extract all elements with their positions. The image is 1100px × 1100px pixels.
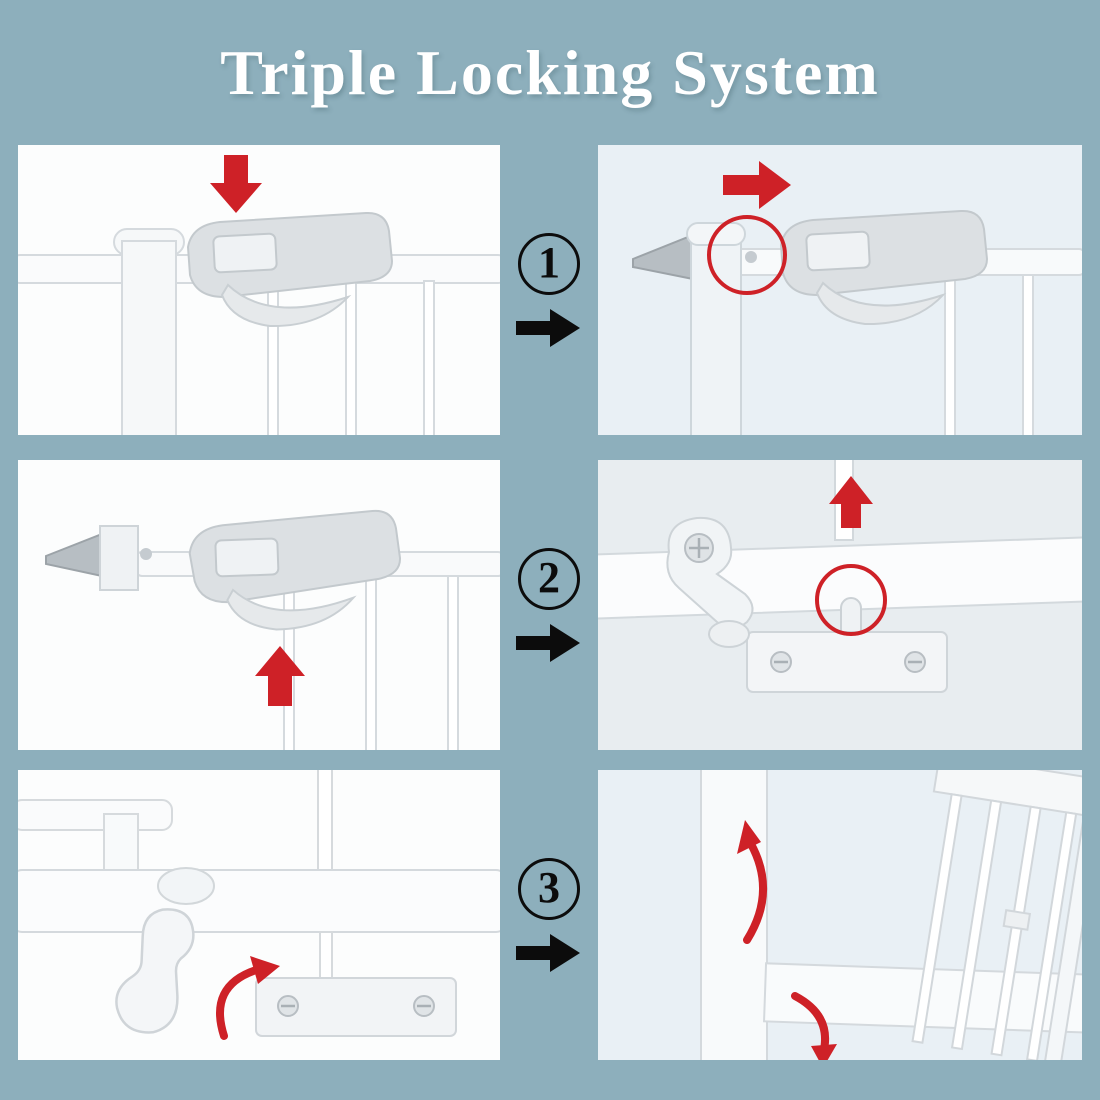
- step-1-indicator: 1: [500, 145, 598, 435]
- base-plate: [255, 977, 457, 1037]
- step-2-row: 2: [18, 460, 1082, 750]
- step-2-indicator: 2: [500, 460, 598, 750]
- red-arrow-up-icon: [829, 476, 873, 528]
- gate-lock-handle: [779, 209, 989, 326]
- illustration-lock-slides-right: [632, 161, 1082, 435]
- step-3-number-badge: 3: [518, 858, 580, 920]
- red-curved-arrow-up-icon: [737, 820, 768, 944]
- red-curved-arrow-down-icon: [791, 992, 837, 1060]
- red-arrow-down-icon: [210, 155, 262, 213]
- highlight-circle: [815, 564, 887, 636]
- gate-door: [911, 770, 1082, 1060]
- illustration-gate-swings-open: [700, 770, 1082, 1060]
- illustration-bottom-pin-release: [598, 460, 1082, 693]
- step-3-indicator: 3: [500, 770, 598, 1060]
- lock-catch-wedge: [632, 233, 694, 281]
- panel-step2-before: [18, 460, 500, 750]
- black-right-arrow-icon: [516, 624, 582, 662]
- black-right-arrow-icon: [516, 309, 582, 347]
- black-right-arrow-icon: [516, 934, 582, 972]
- panel-step1-before: [18, 145, 500, 435]
- gate-lock-handle: [188, 509, 402, 631]
- step-1-number-badge: 1: [518, 233, 580, 295]
- illustration-foot-pedal-rotate: [18, 770, 500, 1040]
- panel-step2-after: [598, 460, 1082, 750]
- panel-step3-after: [598, 770, 1082, 1060]
- illustration-press-lock-down: [18, 155, 500, 435]
- title-bar: Triple Locking System: [0, 0, 1100, 145]
- gate-lock-handle: [186, 211, 394, 328]
- lock-catch-wedge: [45, 532, 103, 578]
- lock-knob: [666, 516, 754, 648]
- foot-pedal: [115, 908, 195, 1034]
- step-1-row: 1: [18, 145, 1082, 435]
- red-curved-arrow-icon: [216, 956, 280, 1040]
- step-2-number-badge: 2: [518, 548, 580, 610]
- panel-step3-before: [18, 770, 500, 1060]
- red-arrow-right-icon: [723, 161, 791, 209]
- panel-step1-after: [598, 145, 1082, 435]
- red-arrow-up-icon: [255, 646, 305, 706]
- highlight-circle: [707, 215, 787, 295]
- step-3-row: 3: [18, 770, 1082, 1060]
- illustration-lift-handle-up: [45, 509, 500, 750]
- page-title: Triple Locking System: [220, 36, 880, 108]
